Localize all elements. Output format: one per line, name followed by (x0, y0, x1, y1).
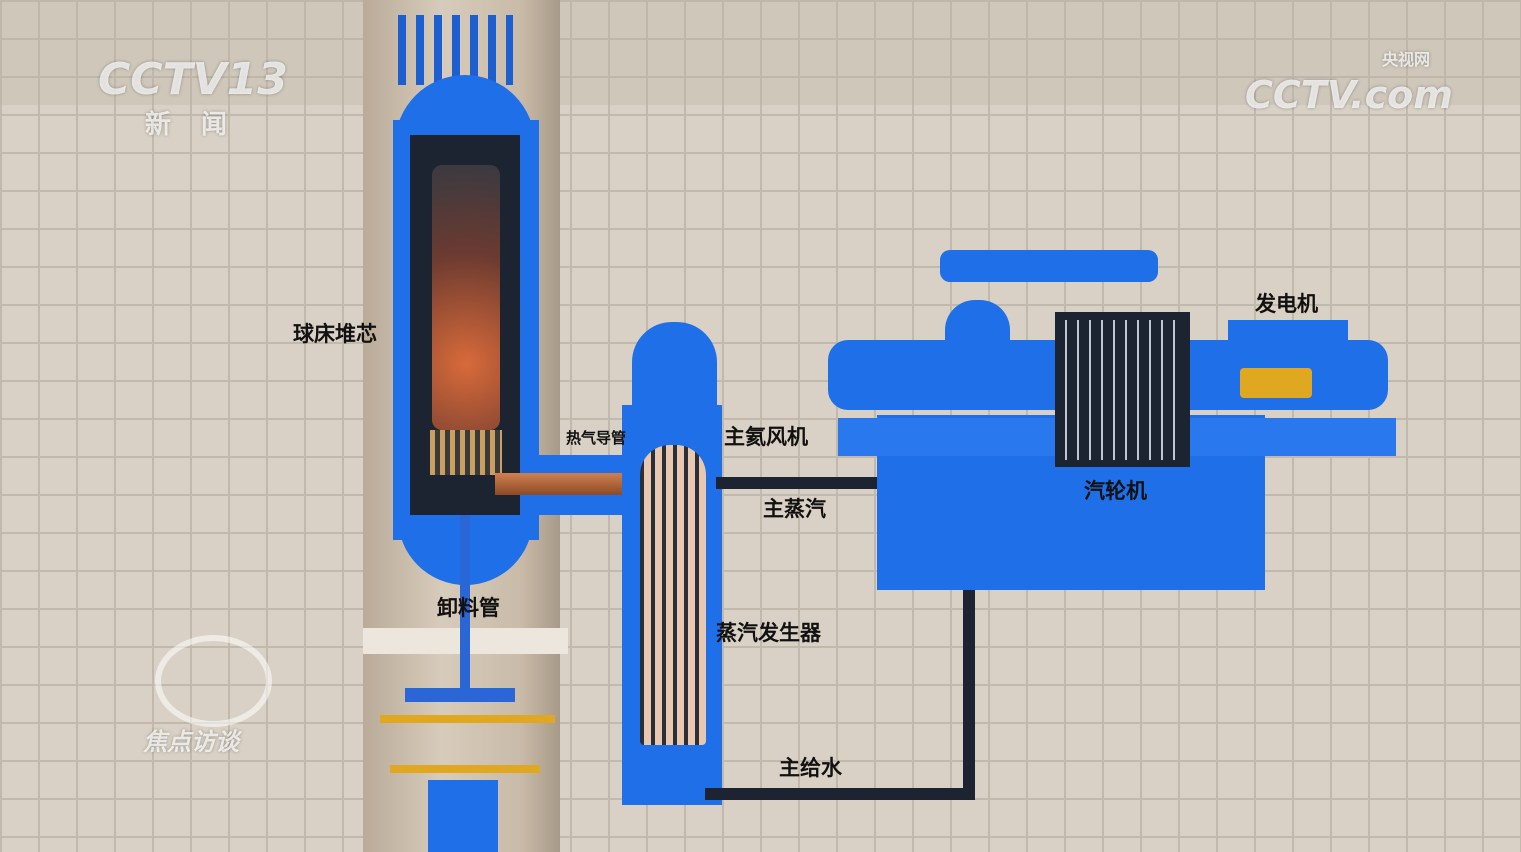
channel-logo-sub: 新闻 (145, 110, 258, 140)
steam-chest (945, 300, 1010, 410)
hot-gas-duct (495, 473, 650, 495)
discharge-pipe (460, 515, 470, 695)
discharge-tanks (428, 780, 498, 852)
crossover-pipe (940, 250, 1158, 282)
control-rod-drives (398, 15, 513, 85)
label-hot-gas-duct: 热气导管 (566, 429, 627, 447)
channel-logo: CCTV13 (98, 54, 288, 105)
label-helium-blower: 主氦风机 (724, 425, 808, 449)
generator-rotor (1240, 368, 1312, 398)
main-steam-pipe (716, 477, 881, 489)
support-frame-lower (390, 765, 540, 773)
label-core: 球床堆芯 (293, 322, 377, 346)
label-main-steam: 主蒸汽 (763, 497, 826, 521)
tube-bundle (640, 445, 706, 745)
discharge-manifold (405, 688, 515, 702)
pebble-bed-core (432, 165, 500, 430)
label-turbine: 汽轮机 (1084, 479, 1147, 503)
turbine-blades (1065, 320, 1180, 460)
label-feedwater: 主给水 (779, 756, 842, 780)
top-band (0, 0, 1521, 105)
feedwater-pipe (705, 788, 975, 800)
program-logo: 焦点访谈 (143, 728, 239, 756)
site-logo-sub: 央视网 (1382, 50, 1431, 69)
program-logo-emblem (155, 635, 272, 727)
core-support (430, 430, 502, 475)
label-discharge-pipe: 卸料管 (437, 596, 500, 620)
label-steam-generator: 蒸汽发生器 (716, 621, 821, 645)
site-logo: CCTV.com (1245, 73, 1453, 117)
feedwater-riser (963, 590, 975, 798)
support-frame (380, 715, 555, 723)
label-generator: 发电机 (1255, 292, 1318, 316)
